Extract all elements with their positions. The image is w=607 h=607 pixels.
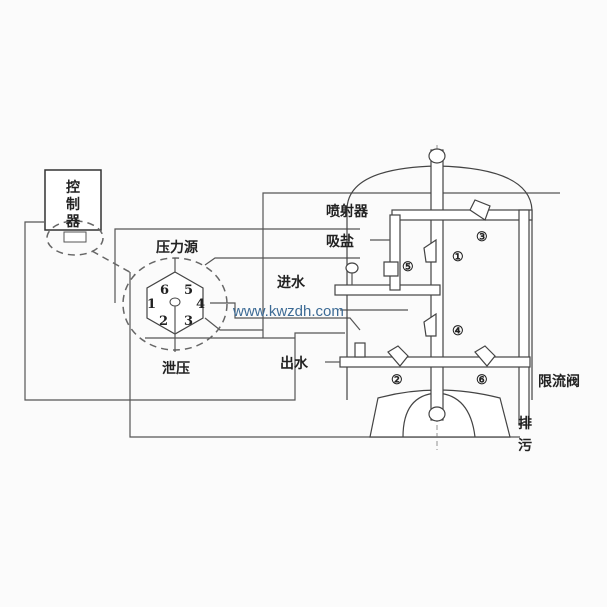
controller-label-3: 器 — [65, 214, 81, 230]
pipework — [325, 148, 533, 426]
valve-6-label: ⑥ — [476, 373, 488, 388]
controller-label-1: 控 — [66, 179, 80, 196]
port-4: 4 — [196, 297, 205, 312]
valve-4-label: ④ — [452, 324, 464, 339]
controller-box — [44, 169, 102, 231]
valve-5-label: ⑤ — [402, 260, 414, 275]
controller-label-2: 制 — [66, 196, 80, 213]
valve-2-label: ② — [391, 373, 403, 388]
port-2: 2 — [159, 314, 168, 329]
drain-label-2: 污 — [518, 437, 532, 454]
pressure-relief-label: 泄压 — [162, 360, 190, 377]
watermark: www.kwzdh.com — [232, 303, 344, 320]
water-in-label: 进水 — [277, 274, 306, 291]
valve-3-label: ③ — [476, 230, 488, 245]
salt-suction-label: 吸盐 — [326, 233, 354, 250]
pressure-source-label: 压力源 — [156, 239, 198, 256]
selector-center — [169, 297, 181, 307]
port-1: 1 — [147, 297, 156, 312]
port-6: 6 — [160, 283, 169, 298]
port-5: 5 — [184, 283, 193, 298]
water-out-label: 出水 — [280, 355, 309, 372]
ejector-label: 喷射器 — [326, 203, 369, 220]
controller-dashed-outline — [46, 220, 104, 256]
drain-label-1: 排 — [518, 415, 532, 432]
port-3: 3 — [184, 314, 193, 329]
flow-limit-valve-label: 限流阀 — [538, 373, 580, 390]
valve-1-label: ① — [452, 250, 464, 265]
controller-connector — [63, 231, 87, 243]
